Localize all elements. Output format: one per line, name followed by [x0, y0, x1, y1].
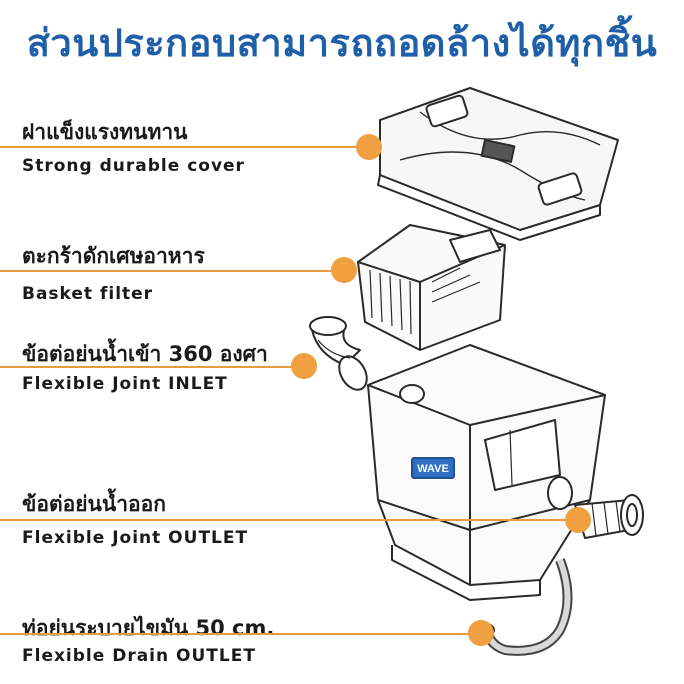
outlet-joint-illustration — [574, 494, 644, 539]
cover-illustration — [377, 87, 619, 241]
basket-label-th: ตะกร้าดักเศษอาหาร — [22, 244, 205, 268]
cover-label-en: Strong durable cover — [22, 156, 245, 176]
drain-marker — [468, 620, 494, 646]
drain-leader-line — [0, 633, 478, 635]
outlet-label-en: Flexible Joint OUTLET — [22, 528, 249, 548]
basket-label-en: Basket filter — [22, 284, 154, 304]
outlet-label-th: ข้อต่อย่นน้ำออก — [22, 492, 166, 516]
outlet-marker — [565, 507, 591, 533]
outlet-leader-line — [0, 519, 578, 521]
inlet-label-th: ข้อต่อย่นน้ำเข้า 360 องศา — [22, 342, 268, 366]
basket-leader-line — [0, 270, 340, 272]
basket-marker — [331, 257, 357, 283]
inlet-leader-line — [0, 366, 300, 368]
cover-leader-line — [0, 146, 362, 148]
inlet-marker — [291, 353, 317, 379]
brand-badge-text: WAVE — [417, 463, 449, 475]
drain-label-th: ท่อย่นระบายไขมัน 50 cm. — [22, 616, 275, 640]
drain-label-en: Flexible Drain OUTLET — [22, 646, 256, 666]
tank-illustration — [367, 344, 606, 601]
cover-marker — [356, 134, 382, 160]
basket-illustration — [357, 224, 506, 351]
inlet-joint-illustration — [309, 316, 368, 391]
cover-label-th: ฝาแข็งแรงทนทาน — [22, 120, 188, 144]
page-title: ส่วนประกอบสามารถถอดล้างได้ทุกชิ้น — [26, 21, 658, 65]
inlet-label-en: Flexible Joint INLET — [22, 374, 228, 394]
